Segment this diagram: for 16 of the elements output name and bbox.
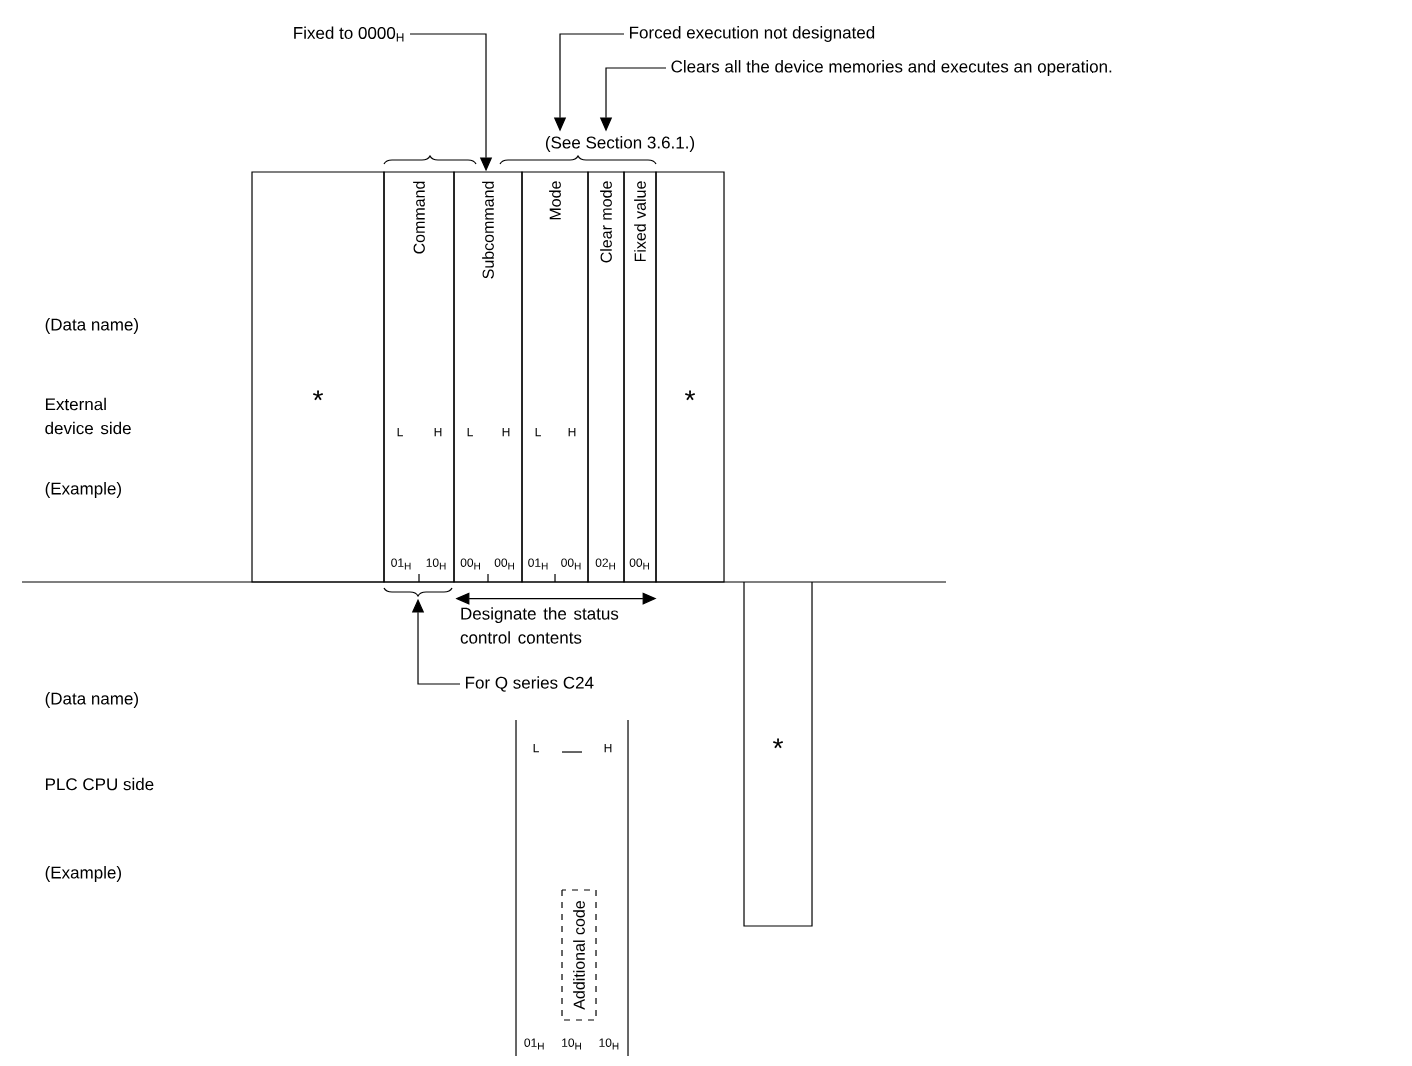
data-cell: * [251, 171, 385, 583]
row-label: (Example) [45, 482, 121, 498]
data-cell: * [655, 171, 725, 583]
annotation-text: (See Section 3.6.1.) [545, 136, 695, 152]
edge-label: Designate the status control contents [460, 607, 619, 644]
row-label: PLC CPU side [46, 777, 154, 791]
dashed-box: Additional code [561, 889, 597, 1021]
annotation-text: Clears all the device memories and executes an operation. [671, 60, 1112, 76]
row-label: External device side [45, 397, 131, 435]
annotation-text: For Q series C24 [466, 676, 594, 692]
row-label: (Data name) [45, 318, 138, 334]
row-label: (Example) [45, 866, 121, 882]
annotation-text: Fixed to 0000$_{H}$ [294, 26, 404, 42]
data-cell: * [743, 581, 813, 927]
row-label: (Data name) [45, 692, 138, 708]
annotation-text: Forced execution not designated [630, 26, 875, 42]
